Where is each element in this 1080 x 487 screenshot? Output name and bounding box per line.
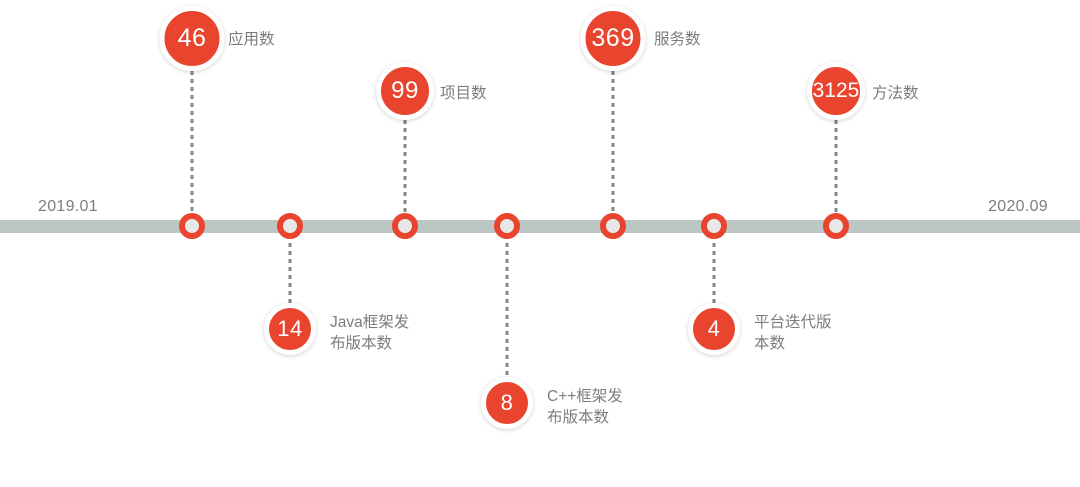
value-bubble[interactable]: 8	[481, 377, 533, 429]
node-connector-line	[712, 226, 716, 303]
node-caption: 平台迭代版 本数	[754, 314, 832, 352]
value-bubble[interactable]: 46	[159, 6, 225, 71]
timeline-start-date: 2019.01	[38, 198, 98, 215]
timeline-node-dot[interactable]	[392, 213, 418, 239]
value-bubble-number: 4	[707, 316, 721, 341]
value-bubble-number: 14	[277, 316, 303, 341]
value-bubble[interactable]: 3125	[807, 62, 865, 120]
node-connector-line	[611, 71, 615, 227]
node-caption: 方法数	[872, 85, 919, 102]
timeline-node-dot[interactable]	[277, 213, 303, 239]
timeline-end-date: 2020.09	[988, 198, 1048, 215]
node-caption: C++框架发 布版本数	[547, 388, 623, 426]
node-connector-line	[288, 226, 292, 303]
timeline-axis-bar	[0, 220, 1080, 233]
value-bubble-number: 8	[500, 390, 514, 415]
value-bubble-number: 46	[177, 24, 207, 52]
node-connector-line	[403, 120, 407, 227]
timeline-node-dot[interactable]	[701, 213, 727, 239]
node-connector-line	[190, 71, 194, 227]
timeline-node-dot[interactable]	[179, 213, 205, 239]
node-connector-line	[505, 226, 509, 377]
node-caption: 应用数	[228, 31, 275, 48]
value-bubble-number: 369	[591, 24, 635, 52]
value-bubble[interactable]: 14	[264, 303, 316, 355]
timeline-node-dot[interactable]	[823, 213, 849, 239]
node-caption: Java框架发 布版本数	[330, 314, 410, 352]
node-caption: 项目数	[440, 85, 487, 102]
value-bubble-number: 99	[391, 77, 419, 104]
node-caption: 服务数	[654, 31, 701, 48]
timeline-node-dot[interactable]	[494, 213, 520, 239]
value-bubble-number: 3125	[812, 79, 860, 102]
value-bubble[interactable]: 4	[688, 303, 740, 355]
value-bubble[interactable]: 99	[376, 62, 434, 120]
value-bubble[interactable]: 369	[580, 6, 646, 71]
timeline-node-dot[interactable]	[600, 213, 626, 239]
node-connector-line	[834, 120, 838, 227]
